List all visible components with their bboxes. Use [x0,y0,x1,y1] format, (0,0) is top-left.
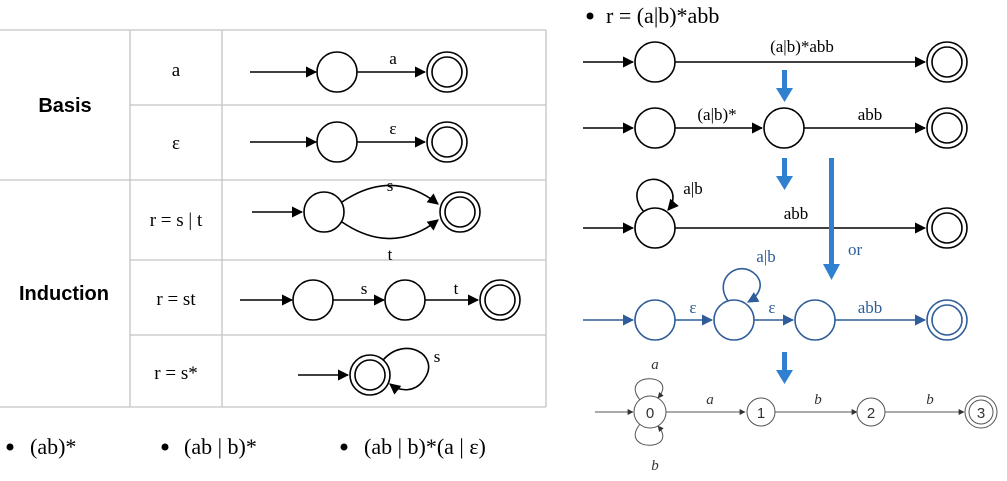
nfa-step-3 [583,178,968,249]
nfa-union [252,184,481,240]
nfa-step-2 [583,107,968,149]
edge-label-star-s: s [434,347,441,366]
edge-label-epsilon: ε [389,119,396,138]
down-arrow-2 [776,158,793,190]
section-label-induction: Induction [19,283,109,305]
dfa-diagram [595,378,998,446]
loop-label-step3: a|b [683,179,702,198]
bullet [161,443,169,451]
dfa-state-0: 0 [646,405,654,422]
edge-label-step4-eps1: ε [689,298,696,317]
example-2: (ab | b)* [184,434,257,459]
edge-label-step2-b: abb [858,105,883,124]
case-label-concat: r = st [156,289,196,310]
edge-label-step4-eps2: ε [768,298,775,317]
edge-label-step2-a: (a|b)* [697,105,736,124]
nfa-concat [240,279,521,321]
down-arrow-3 [776,352,793,384]
case-label-a: a [172,60,181,81]
example-3: (ab | b)*(a | ε) [364,434,486,459]
case-label-epsilon: ε [172,133,180,154]
or-arrow [823,158,840,280]
dfa-state-3: 3 [977,405,985,422]
dfa-edge-b2: b [926,392,934,408]
thompson-rules-table [0,29,547,408]
edge-label-step4-abb: abb [858,298,883,317]
bullet [6,443,14,451]
dfa-edge-b1: b [814,392,822,408]
example-1: (ab)* [30,434,76,459]
bullet [340,443,348,451]
regex-title: r = (a|b)*abb [606,3,719,28]
nfa-star [298,347,430,396]
dfa-state-2: 2 [867,405,875,422]
dfa-edge-a: a [706,392,714,408]
edge-label-step1: (a|b)*abb [770,37,834,56]
nfa-basis-epsilon [250,121,468,163]
dfa-loop-a: a [651,357,659,373]
dfa-loop-b: b [651,458,659,474]
bullet [586,12,594,20]
edge-label-union-t: t [388,245,393,264]
section-label-basis: Basis [38,95,91,117]
case-label-star: r = s* [154,363,197,384]
nfa-step-1 [583,41,968,83]
examples-list: (ab)* (ab | b)* (ab | b)*(a | ε) [6,434,486,459]
edge-label-union-s: s [387,176,394,195]
down-arrow-1 [776,70,793,102]
dfa-state-1: 1 [757,405,765,422]
edge-label-concat-s: s [361,279,368,298]
nfa-basis-a [250,51,468,93]
or-label: or [848,240,863,259]
edge-label-a: a [389,49,397,68]
loop-label-step4: a|b [756,247,775,266]
nfa-step-4 [583,267,968,341]
case-label-union: r = s | t [150,210,203,231]
edge-label-step3: abb [784,204,809,223]
edge-label-concat-t: t [454,279,459,298]
